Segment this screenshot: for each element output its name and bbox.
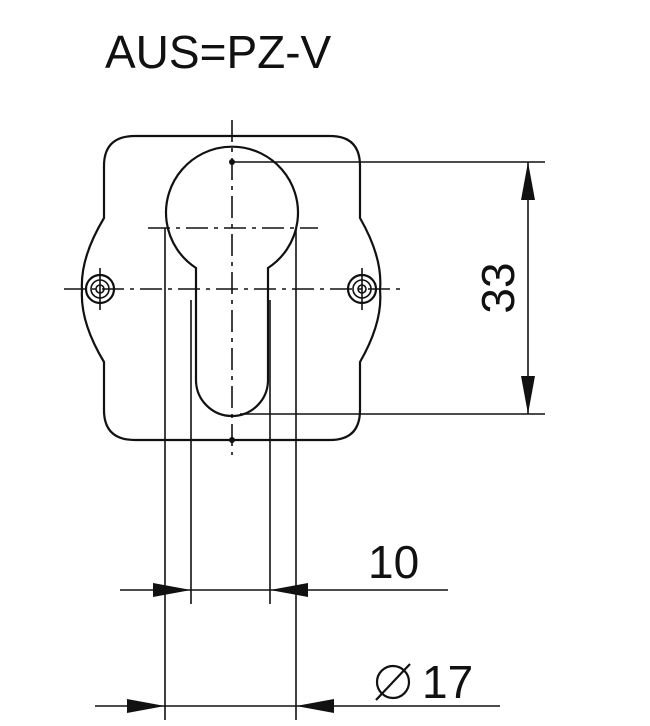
slot-arrow-left <box>153 583 191 597</box>
diameter-arrow-right <box>296 699 334 713</box>
drawing-title: AUS=PZ-V <box>105 26 332 78</box>
height-arrow-bottom <box>521 376 535 414</box>
escutcheon-outline <box>80 134 382 442</box>
cylinder-cutout <box>164 145 300 418</box>
height-arrow-top <box>521 162 535 200</box>
height-dimension-label: 33 <box>472 262 524 313</box>
bottom-marker <box>229 437 235 443</box>
slot-arrow-right <box>270 583 308 597</box>
diameter-symbol-icon <box>375 663 411 701</box>
slot-dimension-label: 10 <box>368 536 419 588</box>
diameter-arrow-left <box>127 699 165 713</box>
diameter-dimension-label: 17 <box>422 656 473 708</box>
